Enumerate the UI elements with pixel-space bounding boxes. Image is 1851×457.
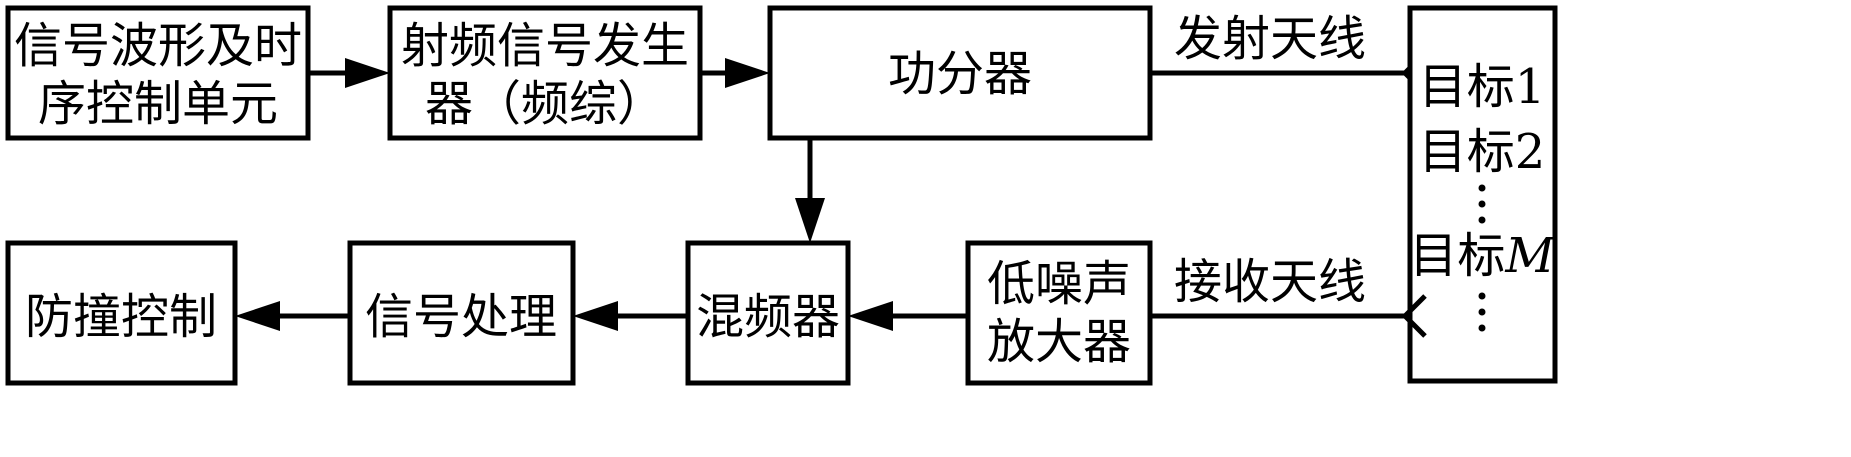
rx-antenna-label: 接收天线 xyxy=(1174,254,1366,310)
tx-path: 发射天线 xyxy=(1150,11,1427,95)
target-1-label: 目标1 xyxy=(1419,59,1546,115)
lna-label-line2: 放大器 xyxy=(987,314,1131,370)
arrow-rfgen-to-divider xyxy=(700,58,770,88)
tx-antenna-label: 发射天线 xyxy=(1174,11,1366,67)
arrow-waveform-to-rfgen xyxy=(308,58,390,88)
target-2-label: 目标2 xyxy=(1419,124,1546,180)
signal-processing-label: 信号处理 xyxy=(365,289,557,345)
arrow-mixer-to-processing xyxy=(573,301,688,331)
waveform-label-line1: 信号波形及时 xyxy=(14,18,302,74)
ellipsis-lower-icon xyxy=(1478,292,1486,332)
rfgen-label-line1: 射频信号发生 xyxy=(401,18,689,74)
rx-path: 接收天线 xyxy=(1150,254,1427,338)
lna-label-line1: 低噪声 xyxy=(987,256,1131,312)
anti-collision-label: 防撞控制 xyxy=(25,289,217,345)
target-m-suffix: M xyxy=(1504,228,1556,284)
waveform-timing-block: 信号波形及时 序控制单元 xyxy=(5,5,311,141)
lna-block: 低噪声 放大器 xyxy=(965,240,1153,386)
rf-generator-block: 射频信号发生 器（频综） xyxy=(387,5,703,141)
waveform-label-line2: 序控制单元 xyxy=(38,76,278,132)
ellipsis-upper-icon xyxy=(1478,184,1486,224)
arrow-processing-to-anticollision xyxy=(235,301,350,331)
signal-processing-block: 信号处理 xyxy=(347,240,576,386)
anti-collision-block: 防撞控制 xyxy=(5,240,238,386)
power-divider-block: 功分器 xyxy=(767,5,1153,141)
mixer-label: 混频器 xyxy=(696,289,840,345)
target-m-prefix: 目标 xyxy=(1409,228,1505,284)
target-m-label: 目标M xyxy=(1409,228,1556,284)
power-divider-label: 功分器 xyxy=(888,46,1032,102)
arrow-lna-to-mixer xyxy=(848,301,968,331)
rfgen-label-line2: 器（频综） xyxy=(425,76,665,132)
targets-block: 目标1 目标2 目标M xyxy=(1407,5,1558,384)
mixer-block: 混频器 xyxy=(685,240,851,386)
arrow-divider-to-mixer xyxy=(795,138,825,243)
